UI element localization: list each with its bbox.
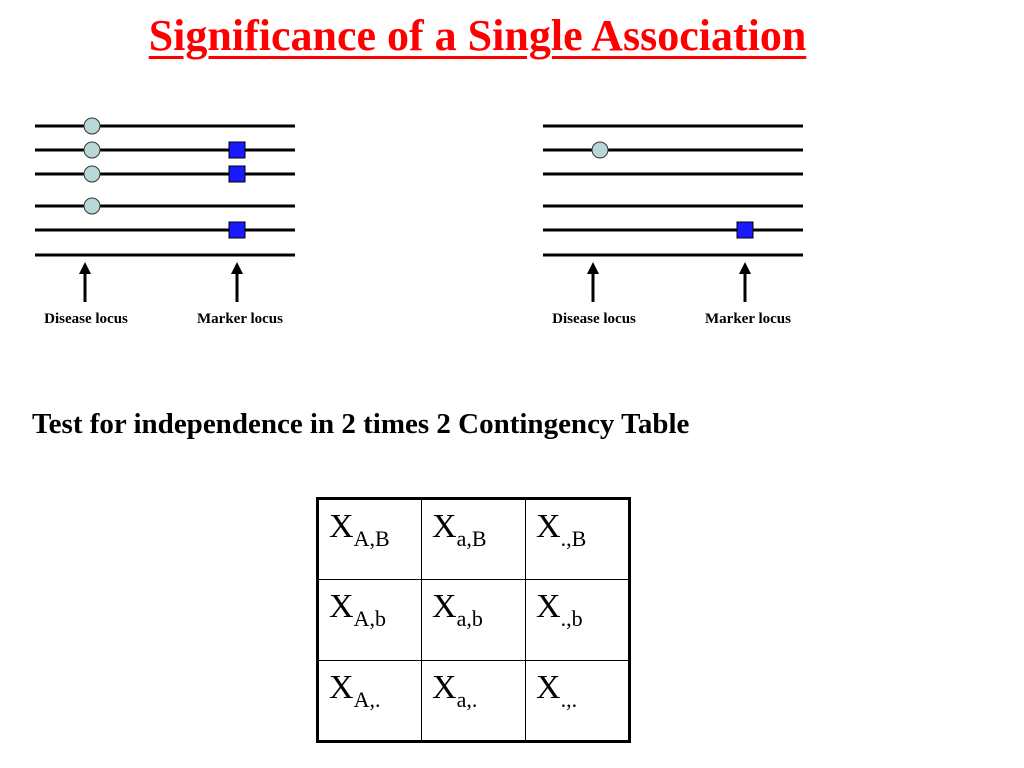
marker-allele-square	[228, 221, 246, 239]
arrow-head-icon	[587, 262, 599, 274]
cell-subscript: a,B	[456, 526, 487, 551]
table-cell: X.,.	[525, 660, 630, 742]
arrow-head-icon	[231, 262, 243, 274]
table-cell: X.,B	[525, 498, 630, 580]
disease-allele-circle	[83, 165, 101, 183]
cell-variable: X	[432, 669, 457, 706]
cell-subscript: a,.	[456, 687, 478, 712]
marker-locus-label: Marker locus	[705, 311, 791, 327]
table-cell: Xa,B	[421, 498, 526, 580]
slide-title: Significance of a Single Association	[148, 11, 807, 60]
table-row: XA,.Xa,.X.,.	[317, 660, 630, 742]
table-cell: Xa,b	[421, 579, 526, 661]
arrow-head-icon	[739, 262, 751, 274]
cell-subscript: .,B	[560, 526, 587, 551]
cell-variable: X	[329, 588, 354, 625]
marker-allele-square	[228, 141, 246, 159]
cell-variable: X	[432, 588, 457, 625]
table-cell: Xa,.	[421, 660, 526, 742]
cell-subscript: A,B	[353, 526, 390, 551]
table-cell: XA,b	[317, 579, 422, 661]
cell-subscript: .,.	[560, 687, 578, 712]
arrow-head-icon	[79, 262, 91, 274]
disease-allele-circle	[591, 141, 609, 159]
disease-allele-circle	[83, 197, 101, 215]
table-cell: X.,b	[525, 579, 630, 661]
cell-subscript: .,b	[560, 606, 583, 631]
marker-allele-square	[736, 221, 754, 239]
table-heading: Test for independence in 2 times 2 Conti…	[32, 408, 690, 440]
haplotype-lines-right	[543, 124, 803, 302]
cell-variable: X	[536, 669, 561, 706]
marker-locus-label: Marker locus	[197, 311, 283, 327]
cell-variable: X	[432, 508, 457, 545]
disease-locus-label: Disease locus	[552, 311, 636, 327]
cell-subscript: A,b	[353, 606, 386, 631]
table-cell: XA,.	[317, 660, 422, 742]
disease-allele-circle	[83, 117, 101, 135]
cell-variable: X	[329, 508, 354, 545]
cell-variable: X	[536, 588, 561, 625]
marker-allele-square	[228, 165, 246, 183]
disease-locus-label: Disease locus	[44, 311, 128, 327]
cell-subscript: a,b	[456, 606, 483, 631]
haplotype-diagram-right: Disease locus Marker locus	[543, 110, 813, 340]
cell-variable: X	[329, 669, 354, 706]
disease-allele-circle	[83, 141, 101, 159]
cell-subscript: A,.	[353, 687, 381, 712]
table-cell: XA,B	[317, 498, 422, 580]
haplotype-diagram-left: Disease locus Marker locus	[35, 110, 305, 340]
cell-variable: X	[536, 508, 561, 545]
haplotype-lines-left	[35, 117, 295, 302]
